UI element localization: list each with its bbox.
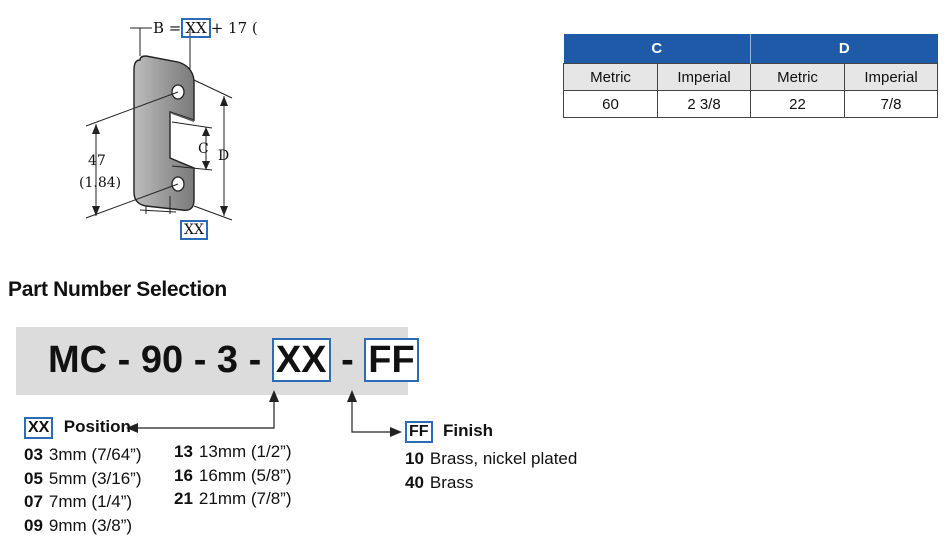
strike-plate-shape (133, 55, 195, 211)
section-title: Part Number Selection (8, 278, 227, 301)
position-code-box: XX (24, 417, 54, 439)
option-code: 09 (24, 515, 43, 535)
dimension-c-label: C (198, 141, 209, 157)
option-desc: Brass, nickel plated (429, 449, 578, 468)
part-number-separator: - (330, 339, 365, 381)
option-desc: 13mm (1/2”) (198, 442, 292, 461)
table-subheader: Metric (750, 63, 845, 91)
arrow-head-right (390, 427, 402, 437)
option-desc: 3mm (7/64”) (48, 445, 142, 464)
table-cell: 2 3/8 (657, 90, 751, 118)
option-desc: Brass (429, 472, 474, 492)
arrow-head-left (126, 423, 138, 433)
option-desc: 7mm (1/4”) (48, 492, 133, 511)
list-item: 07 7mm (1/4”) (24, 490, 142, 514)
dimension-height-in: (1.84) (79, 175, 122, 191)
list-item: 03 3mm (7/64”) (24, 443, 142, 467)
part-number-ff-box: FF (364, 338, 419, 382)
dimension-table: C D Metric Imperial Metric Imperial 60 2… (563, 34, 938, 118)
strike-plate-drawing (85, 27, 233, 221)
list-item: 21 21mm (7/8”) (174, 487, 292, 511)
finish-code-box: FF (405, 421, 433, 443)
part-number-code: MC - 90 - 3 - XX - FF (48, 338, 419, 382)
b-suffix-text: + 17 ( (210, 19, 258, 37)
table-subheader: Imperial (844, 63, 938, 91)
option-code: 16 (174, 465, 193, 485)
option-code: 10 (405, 449, 424, 468)
connector-arrows (126, 390, 402, 437)
dimension-b-label: B =XX+ 17 ( (153, 18, 258, 38)
option-desc: 16mm (5/8”) (198, 465, 292, 485)
b-xx-box: XX (181, 18, 211, 38)
table-group-d: D (750, 34, 938, 64)
list-item: 10 Brass, nickel plated (405, 447, 577, 471)
b-label-text: B = (153, 19, 182, 37)
bottom-xx-box: XX (180, 220, 208, 240)
option-desc: 5mm (3/16”) (48, 468, 142, 488)
table-cell: 60 (563, 90, 658, 118)
table-row: 60 2 3/8 22 7/8 (563, 90, 938, 118)
part-number-prefix: MC - 90 - 3 - (48, 339, 272, 381)
position-label: Position (63, 417, 131, 436)
option-code: 13 (174, 442, 193, 461)
option-desc: 9mm (3/8”) (48, 515, 133, 535)
table-group-c: C (563, 34, 751, 64)
finish-label: Finish (443, 421, 494, 440)
option-code: 07 (24, 492, 43, 511)
option-code: 05 (24, 468, 43, 488)
dimension-d-label: D (218, 148, 230, 164)
position-header: XX Position (24, 417, 131, 439)
table-cell: 22 (750, 90, 845, 118)
table-subheader: Metric (563, 63, 658, 91)
finish-header: FF Finish (405, 421, 493, 443)
option-code: 03 (24, 445, 43, 464)
option-code: 40 (405, 472, 424, 492)
list-item: 13 13mm (1/2”) (174, 440, 292, 464)
dimension-height-mm: 47 (88, 153, 106, 169)
option-code: 21 (174, 489, 193, 508)
part-number-xx-box: XX (271, 338, 331, 382)
dimension-bottom-xx: XX (180, 220, 208, 240)
table-subheader: Imperial (657, 63, 751, 91)
option-desc: 21mm (7/8”) (198, 489, 292, 508)
arrow-head-up (347, 390, 357, 402)
table-cell: 7/8 (844, 90, 938, 118)
part-number-bar (16, 327, 408, 395)
arrow-head-up (269, 390, 279, 402)
